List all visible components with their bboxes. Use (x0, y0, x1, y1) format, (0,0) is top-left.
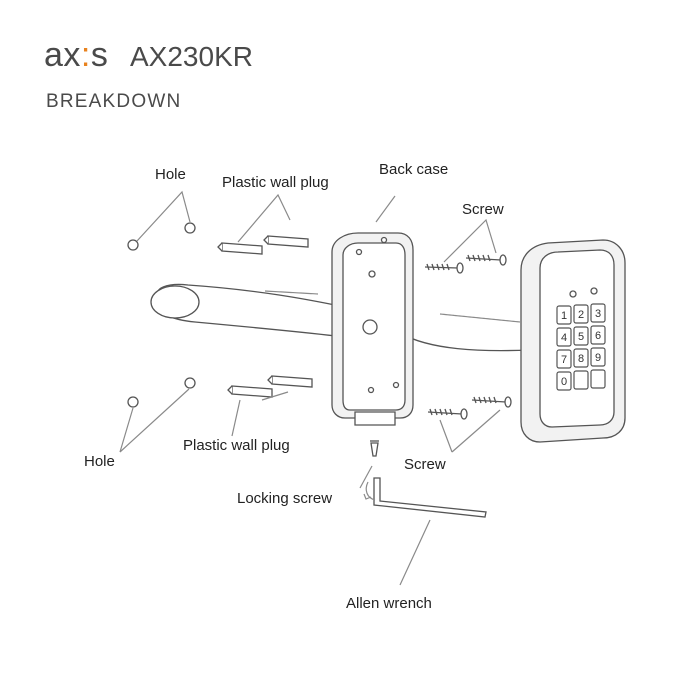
keypad-key-label: 9 (595, 352, 601, 364)
locking-screw (370, 440, 379, 457)
hole-top-leader (136, 190, 191, 242)
screw-top-1 (424, 262, 464, 274)
keypad-key-label: 6 (595, 330, 601, 342)
label-locking-screw: Locking screw (237, 490, 333, 507)
guide-lines (264, 290, 521, 323)
keypad-key (556, 371, 572, 391)
label-screw-bottom: Screw (404, 456, 446, 473)
keypad-key (590, 369, 606, 389)
keypad-key (573, 304, 589, 324)
keypad-key-label: 0 (561, 376, 567, 388)
hole-bottom-leader (119, 388, 190, 453)
brand-suffix: s (90, 36, 109, 74)
back-case (331, 232, 414, 426)
brand-prefix: ax (44, 36, 81, 74)
back-case-leader (375, 195, 396, 223)
keypad-key (590, 347, 606, 367)
keypad-key (573, 348, 589, 368)
label-plug-top: Plastic wall plug (222, 174, 329, 191)
screw-bottom-1 (427, 408, 468, 420)
brand-logo: ax:s (44, 38, 108, 72)
keypad-key (590, 303, 606, 323)
keypad-key-label: 8 (578, 353, 584, 365)
keypad-key (573, 326, 589, 346)
label-back-case: Back case (379, 161, 449, 178)
allen-wrench (363, 477, 487, 518)
label-hole-bottom: Hole (84, 453, 115, 470)
keypad-key (556, 327, 572, 347)
plug-bottom-leader (231, 391, 289, 437)
keypad-key-label: 3 (595, 308, 601, 320)
keypad-key (590, 325, 606, 345)
label-allen-wrench: Allen wrench (346, 595, 432, 612)
model-title: AX230KR (130, 41, 253, 72)
wall-plug-bottom-1 (227, 385, 273, 398)
hole-top-right (184, 222, 196, 234)
keypad-key (573, 370, 589, 390)
locking-screw-leader (359, 465, 373, 489)
wall-plug-top-1 (217, 242, 263, 255)
brand-dot: : (80, 36, 91, 74)
keypad-unit (520, 239, 626, 443)
cable-bundle (150, 285, 200, 319)
hole-bottom-right (184, 377, 196, 389)
label-screw-top: Screw (462, 201, 504, 218)
wall-plug-top-2 (263, 235, 309, 248)
label-plug-bottom: Plastic wall plug (183, 437, 290, 454)
keypad-key (556, 305, 572, 325)
hole-top-left (127, 239, 139, 251)
keypad-key (556, 349, 572, 369)
allen-wrench-leader (399, 519, 431, 586)
keypad-key-label: 1 (561, 310, 567, 322)
wall-plug-bottom-2 (267, 375, 313, 388)
keypad-key-label: 4 (561, 332, 567, 344)
label-hole-top: Hole (155, 166, 186, 183)
screw-top-2 (465, 254, 507, 266)
page-subtitle: BREAKDOWN (46, 91, 182, 112)
plug-top-leader (237, 193, 291, 243)
screw-top-leader (443, 218, 497, 263)
keypad-key-label: 5 (578, 331, 584, 343)
keypad-key-label: 2 (578, 309, 584, 321)
hole-bottom-left (127, 396, 139, 408)
keypad-key-label: 7 (561, 354, 567, 366)
screw-bottom-2 (471, 396, 512, 408)
screw-bottom-leader (439, 409, 501, 453)
